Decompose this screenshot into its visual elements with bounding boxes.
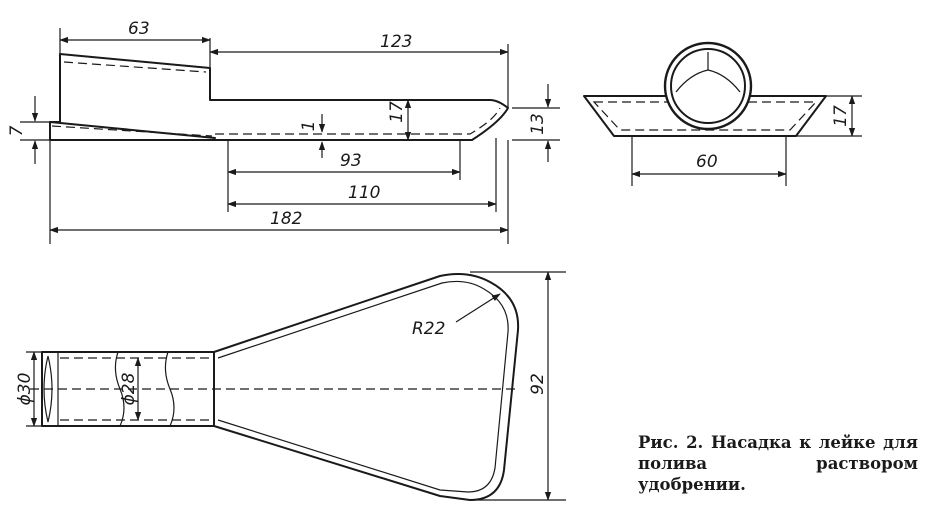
dim-17-end: 17 bbox=[831, 105, 851, 127]
dim-182: 182 bbox=[270, 209, 302, 229]
dim-92: 92 bbox=[528, 373, 548, 395]
dim-r22: R22 bbox=[412, 319, 445, 339]
dim-123: 123 bbox=[380, 32, 412, 52]
figure-caption: Рис. 2. Насадка к лейке для полива раств… bbox=[638, 433, 918, 494]
dim-1: 1 bbox=[299, 121, 319, 132]
dim-7: 7 bbox=[7, 125, 27, 136]
dim-110: 110 bbox=[348, 183, 380, 203]
dim-17-side: 17 bbox=[387, 101, 407, 123]
dim-phi30: ϕ30 bbox=[15, 373, 35, 406]
dim-63: 63 bbox=[128, 19, 150, 39]
side-view: 63 123 7 1 17 13 93 110 bbox=[7, 19, 560, 244]
end-view: 17 60 bbox=[583, 41, 862, 186]
plan-view: R22 ϕ30 ϕ28 92 bbox=[15, 271, 566, 501]
dim-93: 93 bbox=[340, 151, 362, 171]
dim-60: 60 bbox=[696, 152, 718, 172]
dim-13: 13 bbox=[528, 113, 548, 135]
dim-phi28: ϕ28 bbox=[119, 372, 139, 405]
